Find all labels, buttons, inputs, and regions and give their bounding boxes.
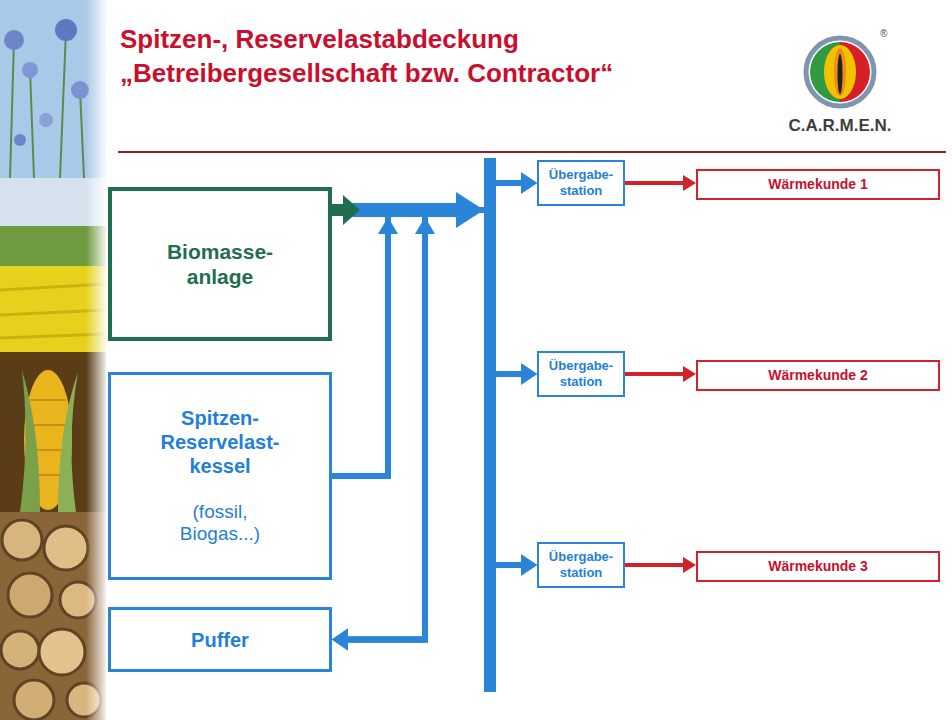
flow-arrow — [625, 557, 696, 573]
flow-line — [345, 210, 524, 640]
distribution-bus — [484, 158, 496, 692]
heat-customer: Wärmekunde 2 — [696, 360, 940, 391]
flow-arrow — [332, 174, 537, 476]
arrow-head — [332, 629, 348, 651]
flow-line — [332, 210, 526, 374]
arrow-head — [683, 175, 696, 191]
box-label: Wärmekunde 2 — [768, 367, 868, 384]
flow-line — [345, 183, 524, 640]
flow-line — [625, 181, 686, 185]
arrow-head — [521, 363, 537, 385]
box-label: Biomasse- anlage — [150, 239, 290, 289]
slide-title: Spitzen-, Reservelastabdeckung „Betreibe… — [120, 22, 780, 90]
flow-arrow — [332, 210, 537, 651]
transfer-station: Übergabe- station — [537, 160, 625, 206]
box-label: Übergabe- station — [542, 549, 620, 580]
pipe-inlet-head — [415, 217, 435, 234]
main-pipe — [350, 192, 484, 228]
flow-arrow — [332, 210, 537, 574]
arrow-head — [332, 629, 348, 651]
flow-arrow — [625, 175, 696, 191]
heat-customer: Wärmekunde 1 — [696, 169, 940, 200]
flow-arrow — [332, 210, 537, 574]
flow-arrow — [625, 366, 696, 382]
flow-arrow — [332, 210, 537, 651]
flow-line — [332, 210, 526, 565]
flow-arrow — [332, 210, 537, 383]
arrow-head — [683, 557, 696, 573]
box-label: Übergabe- station — [542, 358, 620, 389]
flow-line — [332, 210, 526, 476]
arrow-head — [521, 554, 537, 576]
biomass-feed-arrow — [332, 195, 360, 225]
carmen-logo — [806, 38, 874, 106]
flow-arrow — [332, 210, 537, 476]
flow-arrow — [332, 172, 537, 651]
transfer-station: Übergabe- station — [537, 351, 625, 397]
logo-wordmark: C.A.R.M.E.N. — [784, 116, 896, 136]
box-label: Wärmekunde 3 — [768, 558, 868, 575]
strip-fade — [86, 0, 108, 720]
buffer-tank: Puffer — [108, 607, 332, 672]
heat-customer: Wärmekunde 3 — [696, 551, 940, 582]
title-rule — [118, 151, 946, 153]
box-label: Wärmekunde 1 — [768, 176, 868, 193]
box-label: Übergabe- station — [542, 167, 620, 198]
box-label: Puffer — [191, 628, 249, 652]
box-note: (fossil, Biogas...) — [155, 501, 285, 547]
registered-mark: ® — [880, 28, 894, 39]
flow-line — [625, 563, 686, 567]
arrow-head — [683, 366, 696, 382]
biomass-plant: Biomasse- anlage — [108, 187, 332, 341]
peak-load-boiler: Spitzen- Reservelast- kessel (fossil, Bio… — [108, 372, 332, 580]
box-label: Spitzen- Reservelast- kessel — [140, 406, 300, 478]
arrow-head — [521, 172, 537, 194]
pipe-inlet-head — [378, 217, 398, 234]
transfer-station: Übergabe- station — [537, 542, 625, 588]
flow-line — [332, 183, 526, 476]
flow-line — [332, 210, 526, 565]
flow-line — [345, 210, 524, 640]
arrow-head — [332, 629, 348, 651]
flow-line — [625, 372, 686, 376]
